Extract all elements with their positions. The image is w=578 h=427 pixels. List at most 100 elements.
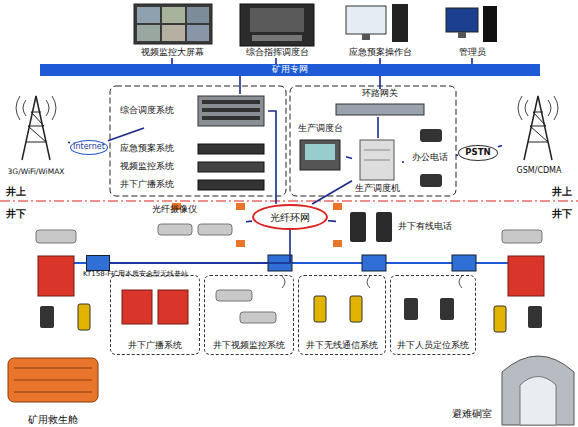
video-tile [187, 7, 209, 23]
cabinet-line [364, 150, 390, 151]
group-outline [110, 86, 286, 196]
connector-line [312, 181, 352, 204]
radio-wave [16, 96, 56, 120]
connector-line [328, 220, 336, 222]
camera-body [216, 290, 252, 301]
connector-line [268, 111, 276, 204]
base-station [452, 255, 476, 271]
base-station [268, 255, 292, 271]
node-text: 生产调度机 [355, 184, 400, 194]
connector-line [346, 157, 352, 159]
video-wall [134, 4, 212, 44]
node-text: 井下有线电话 [398, 222, 452, 232]
node-text: 3G/WiFi/WiMAX [8, 168, 65, 176]
gateway-box: 环路网关 [330, 89, 430, 117]
junction-box [236, 240, 245, 247]
camera-body [240, 312, 276, 323]
tower-frame [524, 96, 552, 160]
node-text: GSM/CDMA [517, 167, 562, 176]
node-text: 井下人员定位系统 [397, 341, 469, 351]
pstn-ellipse: PSTN [458, 145, 498, 161]
tower-box: 3G/WiFi/WiMAX [4, 92, 68, 176]
capsule-body [8, 358, 98, 402]
workstation-box: 应急预案操作台 [335, 2, 425, 58]
console-body [240, 4, 314, 46]
connector-line [108, 128, 144, 141]
mobile-phone [314, 296, 326, 322]
locator-tag [528, 306, 542, 328]
subsystem-box: 井下人员定位系统 [390, 275, 476, 355]
network-bus: 矿用专网 [40, 64, 540, 76]
cloud-ellipse: Internet [70, 140, 108, 155]
zone-label: 井上 [552, 185, 572, 199]
camera-body [502, 230, 542, 243]
gateway-device [336, 104, 424, 115]
mobile-phone [350, 296, 362, 322]
node-text: 综合指挥调度台 [246, 48, 309, 58]
monitor-stand [362, 34, 370, 40]
base-station: KT158-F矿用本质安全型无线基站 [86, 255, 110, 271]
capsule-box: 矿用救生舱 [4, 352, 102, 425]
node-text: 办公电话 [412, 153, 448, 163]
node-text: 光纤摄像仪 [152, 205, 197, 215]
radio-wave [282, 276, 462, 288]
console-screen [305, 144, 335, 160]
mine-phone [350, 212, 366, 242]
tower-frame [22, 96, 50, 160]
connector-line [379, 76, 381, 89]
locator-tag [40, 306, 54, 328]
ring-ellipse: 光纤环网 [252, 204, 328, 230]
node-text: Internet [73, 143, 105, 152]
pc-monitor [446, 8, 478, 32]
rack-slot [202, 100, 260, 104]
tunnel-inner [520, 377, 556, 426]
broadcast-box [158, 290, 188, 324]
node-text: 视频监控系统 [120, 162, 174, 172]
mine-phone [376, 212, 392, 242]
node-text: 生产调度台 [298, 124, 343, 134]
node-text: 井下广播系统 [120, 180, 174, 190]
node-text: 环路网关 [362, 89, 398, 99]
connector-line [239, 76, 241, 94]
radio-wave [518, 96, 558, 120]
phone-box: 办公电话 [404, 126, 456, 190]
refuge-box: 避难硐室 [452, 345, 576, 425]
mobile-phone [78, 304, 90, 330]
subsystem-box: 井下视频监控系统 [204, 275, 294, 355]
junction-box [333, 203, 342, 210]
tunnel-arch [502, 356, 574, 425]
cabinet-line [364, 160, 390, 161]
camera-body [198, 224, 232, 235]
rack-box: 综合调度系统 [116, 94, 268, 128]
rack-box: 应急预案系统 [116, 142, 268, 156]
surface-divider [0, 200, 578, 201]
video-tile [137, 25, 160, 41]
console-keys [252, 35, 302, 41]
desk-phone [420, 129, 442, 142]
console-box: 生产调度台 [294, 124, 346, 174]
base-station [362, 255, 386, 271]
tower-lattice [26, 112, 46, 142]
camera-box: 光纤摄像仪 [148, 205, 246, 249]
dispatch-console [300, 140, 340, 170]
connector-line [377, 117, 379, 138]
rack-unit [198, 180, 264, 190]
locator-tag [440, 298, 454, 320]
video-tile [187, 25, 209, 41]
capsule-stripe [14, 380, 92, 381]
node-text: 视频监控大屏幕 [141, 48, 204, 58]
video-tile [162, 25, 185, 41]
tower-box: GSM/CDMA [502, 92, 576, 176]
node-text: 应急预案操作台 [349, 48, 412, 58]
junction-box [236, 203, 245, 210]
junction-box [333, 240, 342, 247]
rack-box: 视频监控系统 [116, 160, 268, 174]
node-text: 避难硐室 [452, 409, 492, 419]
console-box: 综合指挥调度台 [232, 2, 322, 58]
connector-line [498, 146, 502, 147]
node-text: PSTN [465, 148, 490, 157]
video-tile [137, 7, 160, 23]
rack-box: 井下广播系统 [116, 178, 268, 192]
mobile-phone [494, 306, 506, 332]
node-text: 井下无线通信系统 [306, 341, 378, 351]
